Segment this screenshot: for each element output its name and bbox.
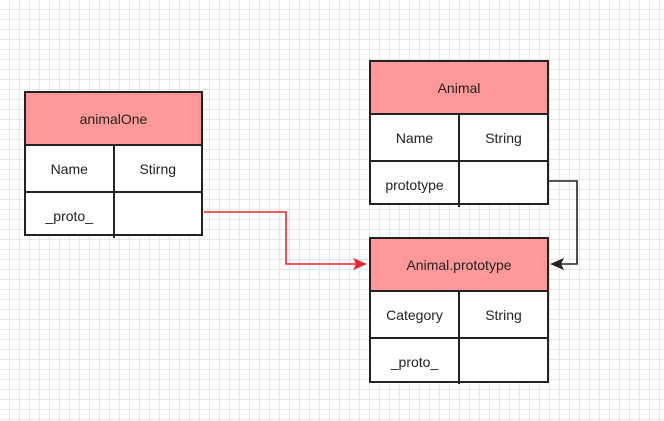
animal-name-key: Name [371, 115, 460, 160]
animal-row-name: Name String [371, 115, 547, 162]
animal-name-value: String [485, 129, 522, 146]
animal-prototype-box: Animal.prototype Category String _proto_ [369, 237, 549, 384]
animal-prototype-header: Animal.prototype [371, 239, 547, 292]
animal-prototype-row-category: Category String [371, 292, 547, 339]
black-arrowhead [550, 258, 564, 270]
animalone-row-proto: _proto_ [26, 193, 201, 238]
black-connector-line [548, 180, 578, 265]
animalone-box: animalOne Name Stirng _proto_ [24, 91, 203, 238]
animal-prototype-category-value: String [485, 306, 522, 323]
animal-header: Animal [371, 62, 547, 115]
animal-prototype-key: prototype [371, 162, 460, 207]
animalone-proto-key: _proto_ [26, 193, 115, 238]
animalone-name-key: Name [26, 146, 115, 191]
red-arrowhead [353, 258, 367, 270]
animalone-header: animalOne [26, 93, 201, 146]
animal-prototype-row-proto: _proto_ [371, 339, 547, 384]
animalone-row-name: Name Stirng [26, 146, 201, 193]
animalone-name-value: Stirng [139, 160, 177, 177]
animal-row-prototype: prototype [371, 162, 547, 207]
animal-prototype-proto-key: _proto_ [371, 339, 460, 384]
animal-prototype-category-key: Category [371, 292, 460, 337]
animal-box: Animal Name String prototype [369, 60, 549, 207]
red-connector-line [204, 211, 356, 265]
